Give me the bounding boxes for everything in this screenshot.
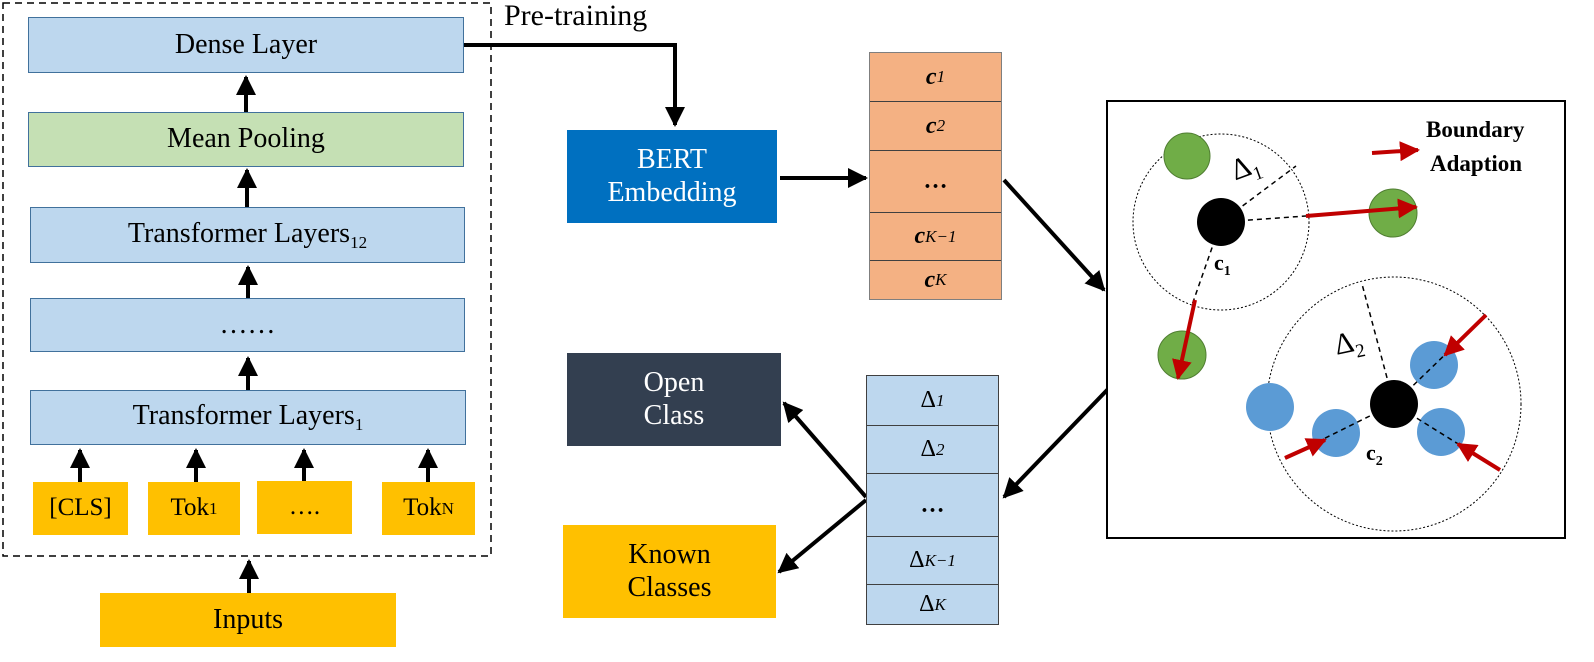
mean-pooling-label: Mean Pooling bbox=[167, 123, 325, 155]
token-dots: …. bbox=[257, 481, 352, 534]
legend-boundary-text: Boundary bbox=[1426, 117, 1525, 142]
centroid-c1 bbox=[1197, 198, 1245, 246]
adaption-arrow bbox=[1172, 299, 1197, 380]
known-classes-line2: Classes bbox=[627, 571, 712, 603]
blue-point bbox=[1246, 383, 1294, 431]
encoder-dashed-frame bbox=[2, 2, 492, 557]
boundary-cell-dots: … bbox=[867, 474, 998, 537]
mean-pooling-box: Mean Pooling bbox=[28, 112, 464, 167]
open-class-box: Open Class bbox=[567, 353, 781, 446]
adaption-arrow bbox=[1443, 313, 1488, 357]
green-point bbox=[1163, 132, 1211, 180]
transformer-layers-12-box: Transformer Layers12 bbox=[30, 207, 465, 263]
pretraining-connector bbox=[464, 43, 685, 127]
adaption-arrow bbox=[1284, 438, 1327, 460]
arrow-to-open-class bbox=[782, 401, 868, 499]
transformer-layers-12-label: Transformer Layers12 bbox=[127, 217, 368, 252]
transformer-layers-1-box: Transformer Layers1 bbox=[30, 390, 466, 445]
middle-layers-label: …… bbox=[219, 308, 276, 340]
open-class-line2: Class bbox=[643, 399, 705, 431]
blue-point bbox=[1417, 408, 1465, 456]
transformer-layers-1-label: Transformer Layers1 bbox=[132, 400, 364, 435]
c2-label: c2 bbox=[1366, 440, 1383, 469]
bert-label-line2: Embedding bbox=[607, 176, 737, 208]
known-classes-line1: Known bbox=[628, 539, 711, 571]
open-class-line1: Open bbox=[643, 367, 705, 399]
c1-label: c1 bbox=[1214, 250, 1231, 279]
legend-adaption-text: Adaption bbox=[1430, 151, 1523, 176]
legend-adaption-arrow bbox=[1371, 141, 1420, 162]
dense-layer-box: Dense Layer bbox=[28, 17, 464, 73]
cluster1-boundary bbox=[1132, 133, 1310, 311]
centroid-cell-dots: … bbox=[870, 151, 1001, 213]
inputs-label: Inputs bbox=[213, 603, 283, 635]
arrow-to-known-classes bbox=[777, 498, 868, 574]
bert-embedding-box: BERT Embedding bbox=[567, 130, 777, 223]
middle-layers-box: …… bbox=[30, 298, 465, 352]
green-point bbox=[1368, 188, 1418, 238]
known-classes-box: Known Classes bbox=[563, 525, 776, 618]
dashed-link bbox=[1191, 221, 1222, 306]
token-cls: [CLS] bbox=[33, 482, 128, 535]
bert-label-line1: BERT bbox=[637, 144, 707, 176]
arrow-centroids-to-panel bbox=[1002, 178, 1106, 292]
pretraining-label: Pre-training bbox=[504, 0, 648, 32]
adaption-arrow bbox=[1456, 442, 1502, 472]
arrow-panel-to-boundaries bbox=[1002, 385, 1112, 499]
adaption-arrow bbox=[1305, 198, 1418, 219]
centroid-c2 bbox=[1370, 380, 1418, 428]
inputs-box: Inputs bbox=[100, 593, 396, 647]
cluster2-boundary bbox=[1266, 276, 1522, 532]
radius-delta1 bbox=[1220, 165, 1297, 223]
dense-layer-label: Dense Layer bbox=[174, 28, 318, 60]
